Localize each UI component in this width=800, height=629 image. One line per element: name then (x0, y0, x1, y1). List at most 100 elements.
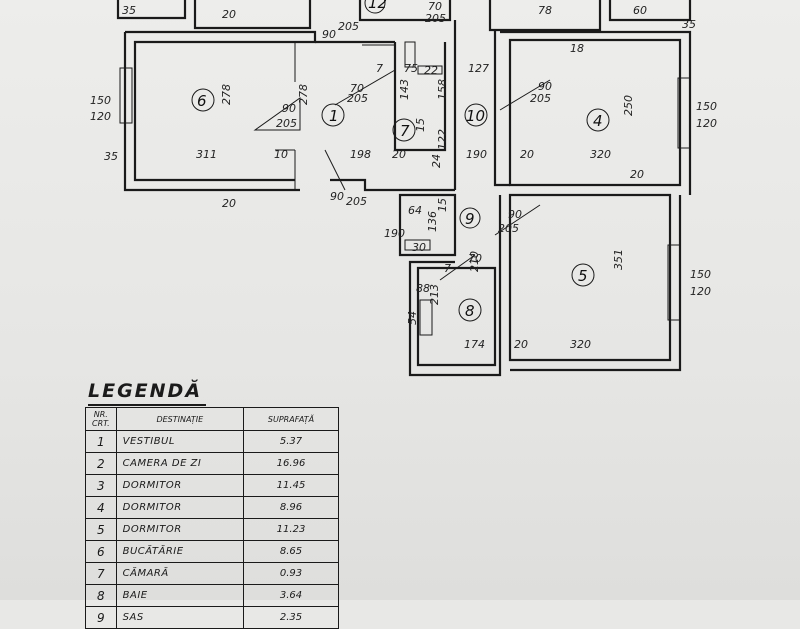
dim-label: 88 (416, 282, 430, 295)
dim-label: 90 (508, 208, 522, 221)
dim-label: 278 (220, 84, 233, 105)
door-swing-1 (324, 149, 346, 191)
table-row: 5 Dormitor 11.23 (85, 518, 339, 541)
door-swing-4 (499, 79, 551, 111)
row-area: 5.37 (243, 430, 339, 453)
wall-room-5-outer-2 (510, 195, 682, 372)
dim-label: 20 (222, 197, 236, 210)
door-swing-9 (494, 204, 541, 236)
room-6-circle (191, 88, 215, 112)
dim-label: 205 (530, 92, 551, 105)
dim-label: 205 (338, 20, 359, 33)
room-10-label: 10 (466, 107, 485, 125)
row-area: 2.35 (243, 606, 339, 629)
header-destination: DESTINAȚIE (115, 407, 245, 431)
dim-label: 120 (90, 110, 111, 123)
dim-label: 320 (590, 148, 611, 161)
row-area: 8.96 (243, 496, 339, 519)
room-7-label: 7 (400, 122, 410, 140)
dim-label: 278 (297, 84, 310, 105)
dim-label: 75 (404, 62, 418, 75)
bath-fixture (419, 299, 433, 336)
dim-label: 205 (498, 222, 519, 235)
dim-label: 120 (696, 117, 717, 130)
room-12-label: 12 (368, 0, 387, 12)
dim-label: 210 (468, 251, 481, 272)
dim-label: 35 (104, 150, 118, 163)
wall-room-4 (508, 38, 682, 187)
row-destination: Bucătărie (115, 540, 245, 563)
row-destination: Cămară (115, 562, 245, 585)
dim-label: 70 (468, 252, 482, 265)
dim-label: 205 (346, 195, 367, 208)
dim-label: 150 (90, 94, 111, 107)
pantry-shelf-2 (417, 65, 443, 75)
dim-label: 7 (444, 262, 451, 275)
sas-shelf (404, 239, 431, 251)
wall-top-far-right (608, 0, 692, 22)
dim-label: 70 (428, 0, 442, 13)
wall-top-mid (193, 0, 312, 30)
table-row: 7 Cămară 0.93 (85, 562, 339, 585)
row-destination: Dormitor (115, 518, 245, 541)
room-9-label: 9 (465, 210, 475, 228)
dim-label: 120 (690, 285, 711, 298)
dim-label: 205 (347, 92, 368, 105)
wall-room-9 (398, 193, 457, 257)
dim-label: 10 (274, 148, 288, 161)
wall-room-6-outer (123, 32, 300, 192)
row-nr: 5 (85, 518, 117, 541)
wall-room-5 (508, 193, 672, 362)
dim-label: 205 (276, 117, 297, 130)
room-5-label: 5 (578, 267, 588, 285)
row-destination: SAS (115, 606, 245, 629)
room-1-label: 1 (329, 107, 339, 125)
dim-label: 127 (468, 62, 489, 75)
door-swing-8 (439, 254, 476, 281)
dim-label: 54 (406, 311, 419, 325)
dim-label: 311 (196, 148, 217, 161)
dim-label: 15 (414, 118, 427, 132)
dim-label: 205 (425, 12, 446, 25)
row-nr: 6 (85, 540, 117, 563)
header-nr: NR. CRT. (85, 407, 117, 431)
row-nr: 9 (85, 606, 117, 629)
dim-label: 90 (282, 102, 296, 115)
dim-label: 174 (464, 338, 485, 351)
dim-label: 150 (696, 100, 717, 113)
room-6-label: 6 (197, 92, 207, 110)
dim-label: 20 (222, 8, 236, 21)
window-room-5 (667, 244, 681, 321)
legend-header-row: NR. CRT. DESTINAȚIE SUPRAFAȚĂ (85, 407, 339, 431)
dim-label: 90 (538, 80, 552, 93)
dim-label: 320 (570, 338, 591, 351)
table-row: 8 Baie 3.64 (85, 584, 339, 607)
dim-label: 213 (428, 284, 441, 305)
dim-label: 60 (633, 4, 647, 17)
room-12-circle (364, 0, 386, 14)
wall-10-right (493, 30, 510, 187)
wall-top-right (488, 0, 602, 32)
row-nr: 1 (85, 430, 117, 453)
dim-label: 190 (466, 148, 487, 161)
dim-label: 24 (430, 154, 443, 168)
row-area: 3.64 (243, 584, 339, 607)
dim-label: 20 (520, 148, 534, 161)
dim-label: 22 (424, 64, 438, 77)
dim-label: 351 (612, 249, 625, 270)
dim-label: 136 (426, 211, 439, 232)
room-5-circle (571, 263, 595, 287)
pantry-shelf (404, 41, 416, 68)
room-8-circle (458, 298, 482, 322)
wall-room-6 (125, 30, 317, 182)
dim-label: 7 (376, 62, 383, 75)
wall-top-center (358, 0, 452, 22)
legend-title: LEGENDĂ (88, 380, 203, 402)
dim-label: 190 (384, 227, 405, 240)
dim-label: 90 (330, 190, 344, 203)
room-10-circle (464, 103, 488, 127)
dim-label: 150 (690, 268, 711, 281)
dim-label: 90 (322, 28, 336, 41)
row-nr: 2 (85, 452, 117, 475)
table-row: 1 Vestibul 5.37 (85, 430, 339, 453)
